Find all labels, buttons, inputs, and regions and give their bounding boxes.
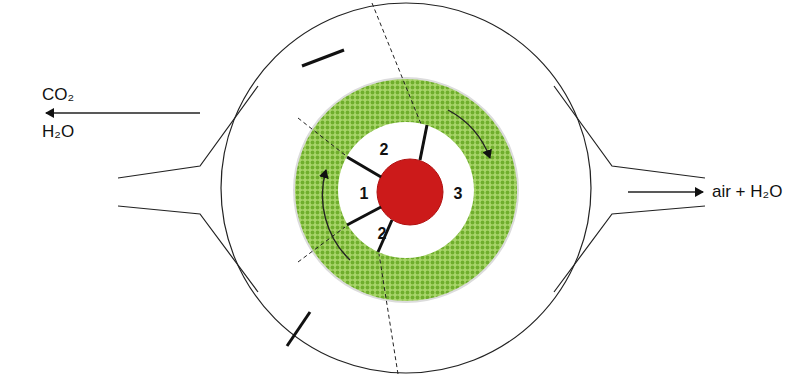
dashed-guide [298, 3, 421, 374]
segment-number: 2 [378, 225, 387, 243]
outlet-duct [118, 86, 258, 178]
flow-arrow [46, 112, 200, 113]
outlet-duct [118, 206, 258, 292]
gas-label: CO₂ [42, 86, 74, 105]
housing-outline [221, 3, 591, 373]
gas-label: air + H₂O [712, 183, 782, 202]
heat-core [377, 159, 443, 225]
sorbent-ring [294, 78, 518, 302]
outlet-duct [554, 206, 705, 292]
segment-divider [378, 220, 392, 252]
segment-divider [420, 125, 427, 160]
flow-arrow [628, 191, 703, 192]
segment-number: 1 [360, 185, 369, 203]
segment-divider [347, 207, 381, 225]
segment-number: 2 [380, 141, 389, 159]
seal [302, 50, 344, 66]
seal [287, 312, 310, 346]
segment-divider [347, 157, 381, 177]
outlet-duct [554, 86, 705, 178]
segment-number: 3 [454, 185, 463, 203]
rotation-arrow [322, 170, 350, 260]
gas-label: H₂O [42, 123, 74, 142]
rotation-arrow [448, 110, 490, 158]
inner-annulus [338, 122, 474, 258]
